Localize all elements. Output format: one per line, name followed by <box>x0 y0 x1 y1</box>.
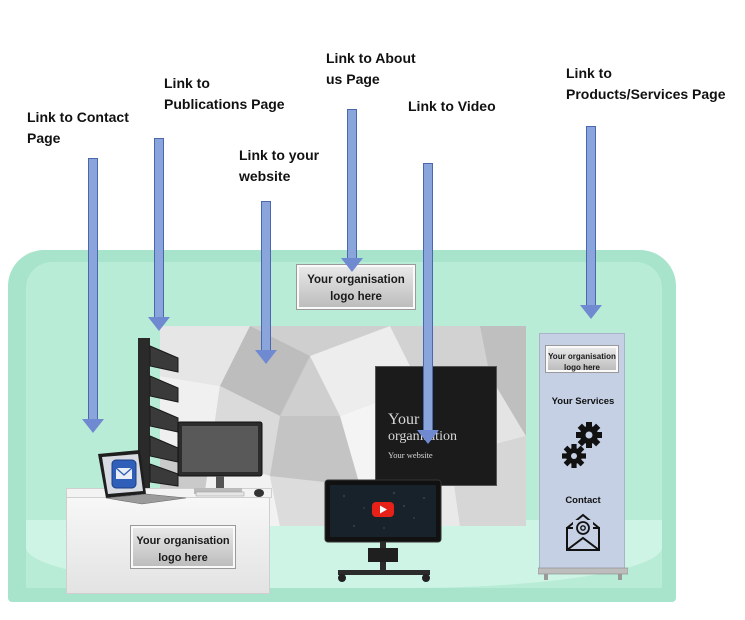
banner-services-heading: Your Services <box>551 396 615 407</box>
laptop[interactable] <box>96 448 188 506</box>
callout-video: Link to Video <box>408 96 496 117</box>
callout-video-line-1: Link to Video <box>408 98 496 114</box>
video-display-screen[interactable]: Your organisation Your website <box>375 366 497 486</box>
banner-logo-plate: Your organisation logo here <box>545 345 619 373</box>
top-logo-line-1: Your organisation <box>307 274 405 286</box>
callout-products: Link to Products/Services Page <box>566 63 726 105</box>
arrow-website <box>255 201 277 365</box>
computer-mouse <box>254 489 264 497</box>
callout-website-line-2: website <box>239 168 291 184</box>
arrow-publications <box>148 138 170 332</box>
desktop-monitor[interactable] <box>176 420 266 500</box>
arrow-products <box>580 126 602 320</box>
callout-contact-line-1: Link to Contact <box>27 109 129 125</box>
mail-icon <box>111 459 137 489</box>
callout-website-line-1: Link to your <box>239 147 320 163</box>
desk-logo-plate: Your organisation logo here <box>130 525 236 569</box>
callout-publications: Link to Publications Page <box>164 73 285 115</box>
youtube-play-icon <box>372 502 394 517</box>
video-screen-line-3: Your website <box>388 450 433 460</box>
arrow-video <box>417 163 439 445</box>
arrow-about <box>341 109 363 273</box>
callout-publications-line-2: Publications Page <box>164 96 285 112</box>
callout-about-line-1: Link to About <box>326 50 416 66</box>
callout-contact: Link to Contact Page <box>27 107 129 149</box>
video-screen-line-1: Your <box>388 411 420 428</box>
callout-about: Link to About us Page <box>326 48 416 90</box>
banner-logo-line-1: Your organisation <box>548 352 616 361</box>
callout-about-line-2: us Page <box>326 71 380 87</box>
arrow-contact <box>82 158 104 434</box>
rollup-banner[interactable]: Your organisation logo here Your Service… <box>539 333 625 569</box>
callout-products-line-2: Products/Services Page <box>566 86 726 102</box>
callout-website: Link to your website <box>239 145 319 187</box>
gear-icon <box>562 422 602 468</box>
desk-logo-line-1: Your organisation <box>136 535 230 547</box>
banner-contact-heading: Contact <box>565 495 601 506</box>
desk-logo-line-2: logo here <box>158 552 208 564</box>
top-logo-plate[interactable]: Your organisation logo here <box>296 264 416 310</box>
top-logo-line-2: logo here <box>330 291 382 303</box>
banner-logo-line-2: logo here <box>563 363 600 372</box>
callout-products-line-1: Link to <box>566 65 612 81</box>
envelope-at-icon <box>566 513 600 551</box>
banner-base <box>538 567 628 580</box>
callout-publications-line-1: Link to <box>164 75 210 91</box>
youtube-monitor-stand[interactable] <box>324 478 444 584</box>
callout-contact-line-2: Page <box>27 130 61 146</box>
